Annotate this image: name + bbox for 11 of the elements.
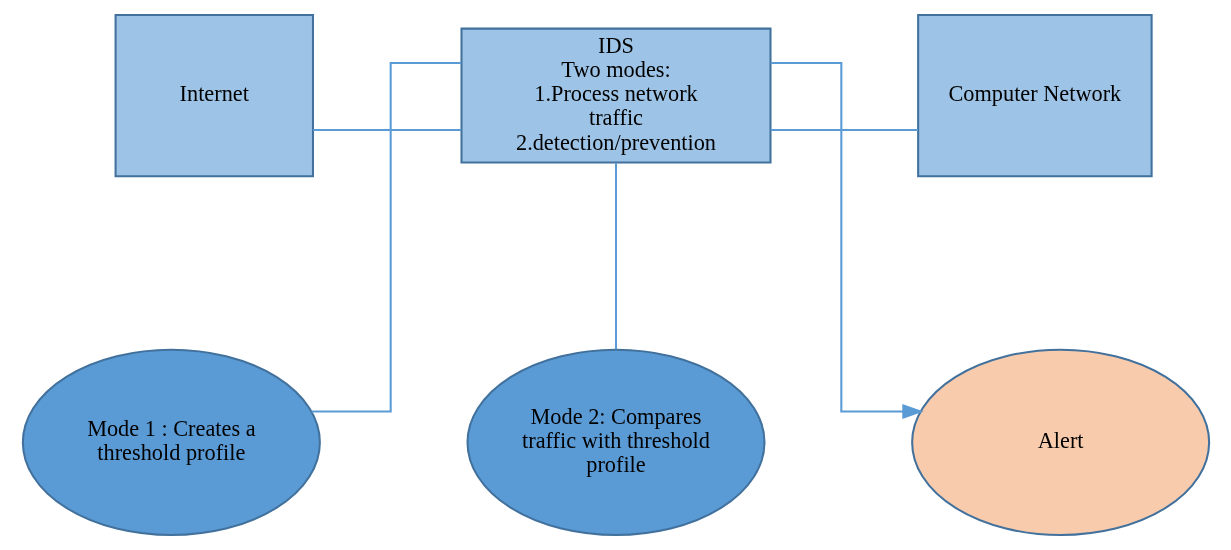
node-ellipse: Mode 2: Compares traffic with threshold profile <box>465 348 766 537</box>
connector <box>312 128 461 131</box>
node-box: Computer Network <box>916 13 1153 178</box>
connector <box>311 61 461 413</box>
node-box: IDS Two modes: 1.Process network traffic 2.detection/prevention <box>459 27 772 164</box>
connector <box>770 128 918 131</box>
node-ellipse: Alert <box>910 348 1210 537</box>
arrow <box>770 61 924 419</box>
connector <box>614 163 617 350</box>
node-ellipse: Mode 1 : Creates a threshold profile <box>21 348 321 537</box>
node-box: Internet <box>114 13 314 178</box>
